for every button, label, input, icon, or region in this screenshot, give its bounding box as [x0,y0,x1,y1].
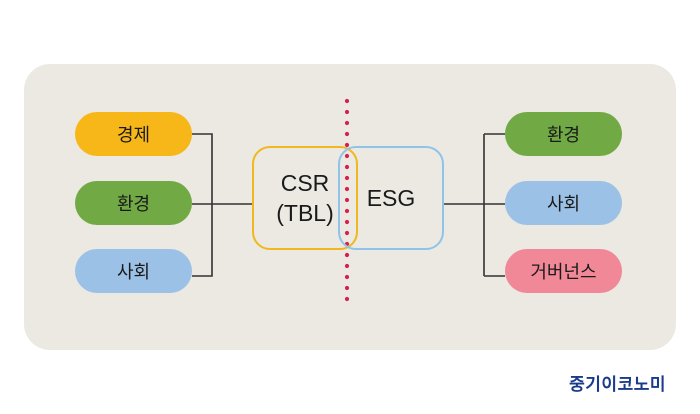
left-item-environment: 환경 [75,181,192,225]
left-item-society: 사회 [75,249,192,293]
divider-dot [344,164,350,170]
csr-label: CSR [280,170,330,196]
divider-dot [344,274,350,280]
divider-dot [344,296,350,302]
divider-dot [344,197,350,203]
left-item-label: 환경 [116,194,151,215]
right-item-label: 거버넌스 [530,262,597,283]
divider-dot [344,252,350,258]
divider-dot [344,208,350,214]
right-item-environment: 환경 [505,112,622,156]
divider-dot [344,98,350,104]
brand-logo: 중기이코노미 [569,375,666,395]
right-item-governance: 거버넌스 [505,249,622,293]
esg-label: ESG [366,184,416,211]
divider-dot [344,120,350,126]
tbl-label: (TBL) [276,200,334,226]
csr-box: CSR (TBL) [252,146,358,250]
left-item-label: 사회 [116,262,151,283]
divider-dot [344,285,350,291]
divider-dot [344,186,350,192]
divider-dot [344,109,350,115]
esg-box: ESG [338,146,444,250]
right-item-label: 환경 [546,125,581,146]
divider-dot [344,219,350,225]
left-item-economy: 경제 [75,112,192,156]
divider-dot [344,175,350,181]
right-item-society: 사회 [505,181,622,225]
divider-dot [344,131,350,137]
left-item-label: 경제 [116,125,151,146]
left-bracket [192,133,252,277]
right-bracket [444,133,505,277]
divider-dot [344,263,350,269]
right-item-label: 사회 [546,194,581,215]
